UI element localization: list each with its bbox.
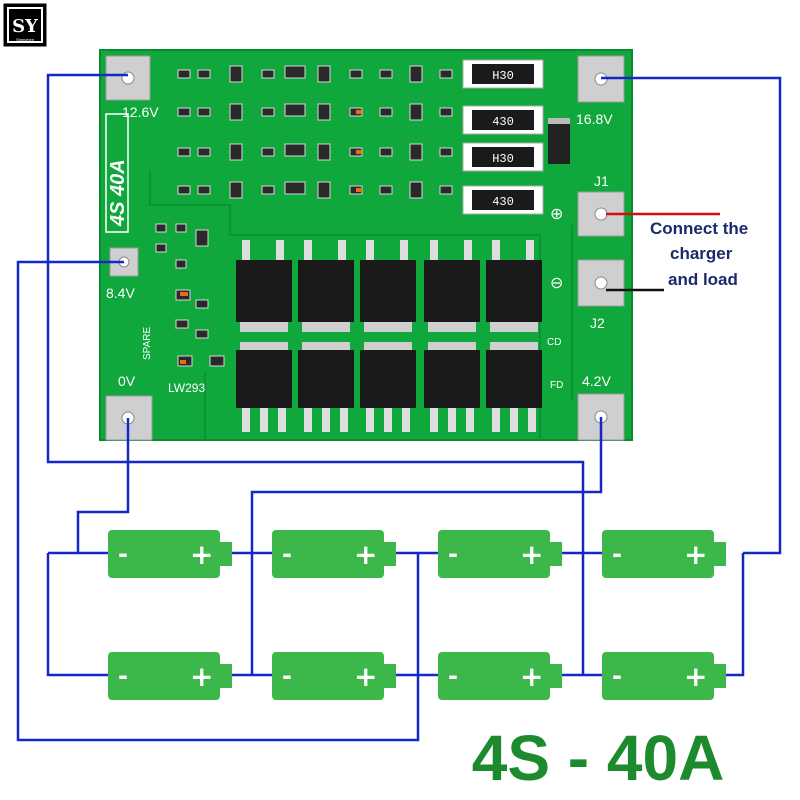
resistor-code: 430 [492, 115, 514, 129]
label-8-4v: 8.4V [106, 285, 135, 301]
mosfet [424, 342, 480, 432]
wire-0v [76, 418, 130, 555]
plus-symbol: ⊕ [550, 206, 563, 223]
callout-line-3: and load [668, 270, 738, 289]
battery-plus-label: + [190, 660, 213, 693]
cd-label: CD [547, 337, 561, 348]
label-4-2v: 4.2V [582, 373, 611, 389]
battery-plus-label: + [520, 538, 543, 571]
battery-plus-label: + [190, 538, 213, 571]
brand-logo: SY Shenzhen [3, 3, 47, 47]
battery-minus-label: - [612, 662, 622, 690]
battery-cell: -+ [602, 652, 726, 700]
battery-cell: -+ [108, 530, 232, 578]
board-model-label-group: 4S 40A [105, 113, 129, 233]
mosfet [424, 240, 480, 332]
pcb-board: 12.6V 8.4V 0V 16.8V J1 ⊕ ⊖ J2 4.2V [99, 49, 633, 441]
battery-cell: -+ [438, 530, 562, 578]
battery-plus-label: + [520, 660, 543, 693]
battery-cell: -+ [438, 652, 562, 700]
diode [548, 118, 570, 164]
battery-minus-label: - [118, 540, 128, 568]
callout-line-1: Connect the [650, 219, 748, 238]
shunt-resistor-3: H30 [462, 142, 544, 172]
battery-minus-label: - [118, 662, 128, 690]
wire-16-8v [601, 76, 782, 555]
wire-8-4v [16, 260, 420, 742]
mosfet [360, 240, 416, 332]
mosfet [360, 342, 416, 432]
smd-accent-grid [180, 110, 362, 364]
battery-cell: -+ [272, 530, 396, 578]
mosfet [298, 342, 354, 432]
battery-plus-label: + [354, 660, 377, 693]
diagram-title: 4S - 40A [472, 722, 725, 794]
charger-load-callout: Connect the charger and load [606, 212, 748, 292]
pad-j2 [577, 259, 625, 307]
mosfet-row-bottom [236, 342, 542, 432]
wire-4-2v [250, 417, 603, 553]
label-j1: J1 [594, 173, 609, 189]
pad-12-6v [105, 55, 151, 101]
label-0v: 0V [118, 373, 136, 389]
battery-cell: -+ [108, 652, 232, 700]
logo-subtext: Shenzhen [16, 37, 34, 42]
battery-minus-label: - [448, 540, 458, 568]
label-j2: J2 [590, 315, 605, 331]
mosfet [236, 240, 292, 332]
wiring [16, 73, 782, 742]
mosfet [236, 342, 292, 432]
resistor-code: H30 [492, 152, 514, 166]
mosfet [486, 240, 542, 332]
minus-symbol: ⊖ [550, 275, 563, 292]
resistor-code: 430 [492, 195, 514, 209]
battery-plus-label: + [684, 538, 707, 571]
battery-plus-label: + [354, 538, 377, 571]
wire-parallel-5 [720, 553, 745, 677]
fd-label: FD [550, 380, 563, 391]
battery-cell: -+ [602, 530, 726, 578]
callout-line-2: charger [670, 244, 733, 263]
mosfet [486, 342, 542, 432]
board-model-label: 4S 40A [107, 159, 129, 227]
shunt-resistor-4: 430 [462, 185, 544, 215]
spare-label: SPARE [142, 327, 153, 360]
battery-minus-label: - [612, 540, 622, 568]
battery-minus-label: - [282, 540, 292, 568]
battery-array: -+-+-+-+-+-+-+-+ [108, 530, 726, 700]
label-16-8v: 16.8V [576, 111, 613, 127]
battery-plus-label: + [684, 660, 707, 693]
wire-parallel-3 [416, 553, 438, 677]
wire-parallel-1 [46, 553, 108, 677]
shunt-resistor-1: H30 [462, 59, 544, 89]
battery-minus-label: - [282, 662, 292, 690]
chip-label: LW293 [168, 381, 205, 395]
resistor-code: H30 [492, 69, 514, 83]
smd-component-grid [155, 65, 453, 367]
label-12-6v: 12.6V [122, 104, 159, 120]
logo-text: SY [12, 16, 39, 37]
mosfet-row-top [236, 240, 542, 332]
mosfet [298, 240, 354, 332]
battery-cell: -+ [272, 652, 396, 700]
shunt-resistor-2: 430 [462, 105, 544, 135]
battery-minus-label: - [448, 662, 458, 690]
